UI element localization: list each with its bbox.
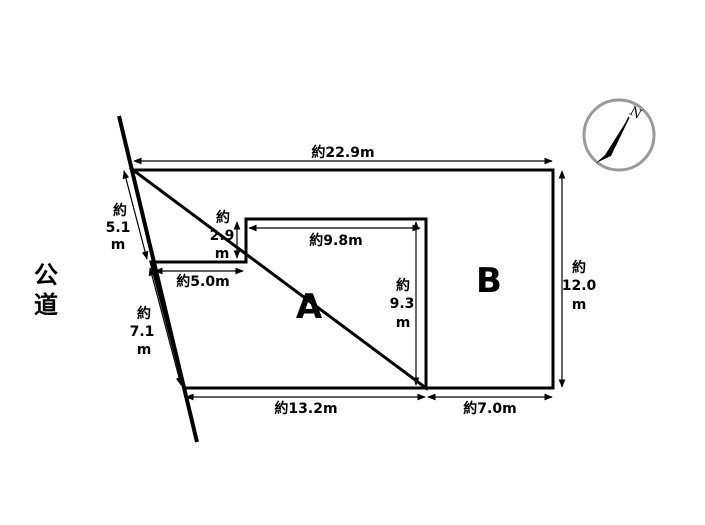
dim-left-upper-l3: m bbox=[111, 237, 126, 253]
compass-north-icon: N bbox=[582, 98, 656, 172]
dim-bottom-b: 約7.0m bbox=[463, 400, 516, 417]
dim-a-inner-height-l2: 9.3 bbox=[390, 296, 415, 312]
dim-left-lower-l1: 約 bbox=[137, 305, 151, 322]
dim-right-height-l3: m bbox=[572, 297, 587, 313]
dim-line-left-lower bbox=[148, 267, 183, 386]
dim-bottom-a: 約13.2m bbox=[274, 400, 337, 417]
dim-top-total: 約22.9m bbox=[311, 144, 374, 161]
road-label-bottom: 道 bbox=[34, 291, 58, 319]
dim-right-height-l2: 12.0 bbox=[562, 278, 597, 294]
dim-notch-height-l3: m bbox=[215, 246, 230, 262]
lot-b-label: B bbox=[476, 261, 502, 301]
lot-a-label: A bbox=[296, 287, 323, 327]
dim-notch-height-l2: 2.9 bbox=[210, 228, 235, 244]
dim-left-upper-l1: 約 bbox=[113, 202, 127, 219]
dim-left-lower-l2: 7.1 bbox=[130, 324, 155, 340]
dim-right-height-l1: 約 bbox=[572, 259, 586, 276]
dim-a-inner-height-l3: m bbox=[396, 315, 411, 331]
dim-notch-height-l1: 約 bbox=[216, 209, 230, 226]
dim-a-top: 約9.8m bbox=[309, 232, 362, 249]
dim-a-inner-height-l1: 約 bbox=[396, 277, 410, 294]
dim-notch-width: 約5.0m bbox=[176, 273, 229, 290]
dim-left-lower-l3: m bbox=[137, 342, 152, 358]
road-label-top: 公 bbox=[34, 261, 58, 289]
lot-a-outline bbox=[151, 217, 428, 390]
dim-line-left-upper bbox=[122, 170, 149, 260]
dim-left-upper-l2: 5.1 bbox=[106, 220, 131, 236]
